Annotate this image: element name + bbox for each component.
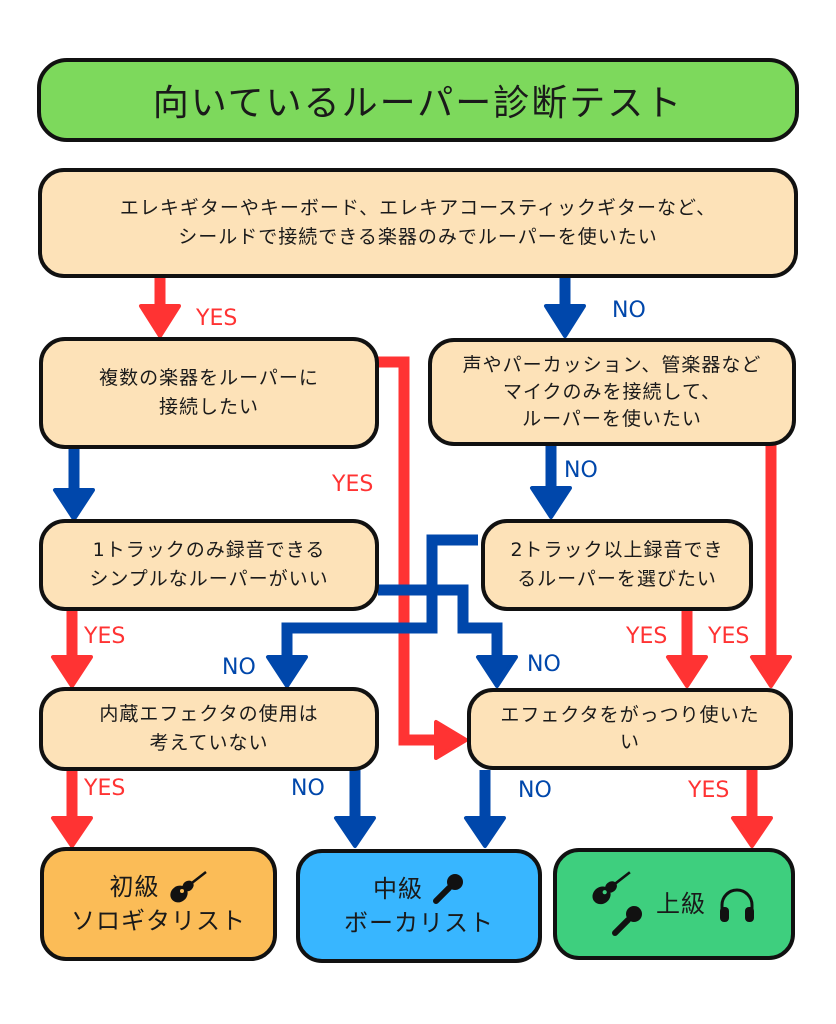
question-text: るルーパーを選びたい — [517, 568, 717, 590]
arrowhead — [666, 655, 708, 688]
arrowhead — [530, 486, 572, 519]
result-advanced: 上級 — [553, 848, 795, 960]
arrowhead — [266, 655, 308, 688]
question-single-track: 1トラックのみ録音できる シンプルなルーパーがいい — [39, 519, 379, 611]
arrowhead — [334, 816, 376, 848]
question-mic-only: 声やパーカッション、管楽器など マイクのみを接続して、 ルーパーを使いたい — [428, 338, 796, 446]
question-multi-track: 2トラック以上録音でき るルーパーを選びたい — [481, 519, 753, 611]
question-text: 複数の楽器をルーパーに — [99, 367, 319, 389]
question-text: マイクのみを接続して、 — [502, 380, 722, 403]
label-yes: YES — [84, 624, 126, 649]
label-no: NO — [612, 298, 646, 323]
microphone-icon — [612, 906, 642, 936]
arrowhead — [750, 655, 792, 688]
arrowhead — [51, 655, 93, 688]
result-beginner: 初級 ソロギタリスト — [40, 847, 277, 961]
result-intermediate: 中級 ボーカリスト — [296, 849, 542, 963]
question-text: エレキギターやキーボード、エレキアコースティックギターなど、 — [119, 197, 717, 219]
question-multiple-instruments: 複数の楽器をルーパーに 接続したい — [39, 337, 379, 449]
microphone-icon — [433, 874, 463, 904]
question-text: シンプルなルーパーがいい — [89, 568, 329, 590]
question-text: エフェクタをがっつり使いた — [500, 704, 760, 726]
arrowhead — [139, 304, 181, 338]
arrow-q4-no — [378, 584, 503, 660]
arrowhead — [434, 720, 468, 760]
title-text: 向いているルーパー診断テスト — [152, 83, 684, 124]
label-no: NO — [291, 776, 325, 801]
question-text: 声やパーカッション、管楽器など — [462, 353, 762, 376]
result-type: ボーカリスト — [344, 909, 494, 937]
label-yes: YES — [626, 624, 668, 649]
label-yes: YES — [332, 472, 374, 497]
question-instruments-cable: エレキギターやキーボード、エレキアコースティックギターなど、 シールドで接続でき… — [38, 168, 798, 278]
label-no: NO — [222, 655, 256, 680]
arrowhead — [731, 816, 773, 848]
arrow-q2-yes — [378, 356, 440, 746]
label-yes: YES — [196, 306, 238, 331]
arrowhead — [476, 655, 518, 688]
page-title: 向いているルーパー診断テスト — [37, 58, 799, 142]
arrow-q5-no — [281, 534, 478, 660]
question-heavy-effects: エフェクタをがっつり使いた い — [467, 688, 793, 770]
guitar-icon — [169, 871, 207, 903]
result-level: 上級 — [656, 890, 706, 918]
arrowhead — [544, 304, 586, 338]
headphones-icon — [720, 888, 754, 922]
question-text: い — [619, 731, 640, 753]
arrowhead — [53, 488, 95, 521]
label-yes: YES — [84, 776, 126, 801]
result-level: 中級 — [373, 875, 423, 903]
question-text: 2トラック以上録音でき — [510, 539, 724, 561]
result-type: ソロギタリスト — [71, 907, 246, 935]
label-no: NO — [527, 652, 561, 677]
label-no: NO — [518, 778, 552, 803]
arrowhead — [464, 816, 506, 848]
label-yes: YES — [688, 778, 730, 803]
question-text: 考えていない — [149, 732, 269, 754]
question-text: シールドで接続できる楽器のみでルーパーを使いたい — [178, 226, 658, 248]
label-no: NO — [564, 458, 598, 483]
question-text: ルーパーを使いたい — [522, 407, 702, 430]
guitar-icon — [592, 871, 631, 905]
question-no-effects: 内蔵エフェクタの使用は 考えていない — [39, 687, 379, 771]
arrowhead — [51, 816, 93, 848]
question-text: 内蔵エフェクタの使用は — [99, 703, 319, 725]
label-yes: YES — [708, 624, 750, 649]
result-level: 初級 — [109, 873, 160, 901]
question-text: 1トラックのみ録音できる — [92, 539, 326, 561]
question-text: 接続したい — [158, 396, 259, 418]
